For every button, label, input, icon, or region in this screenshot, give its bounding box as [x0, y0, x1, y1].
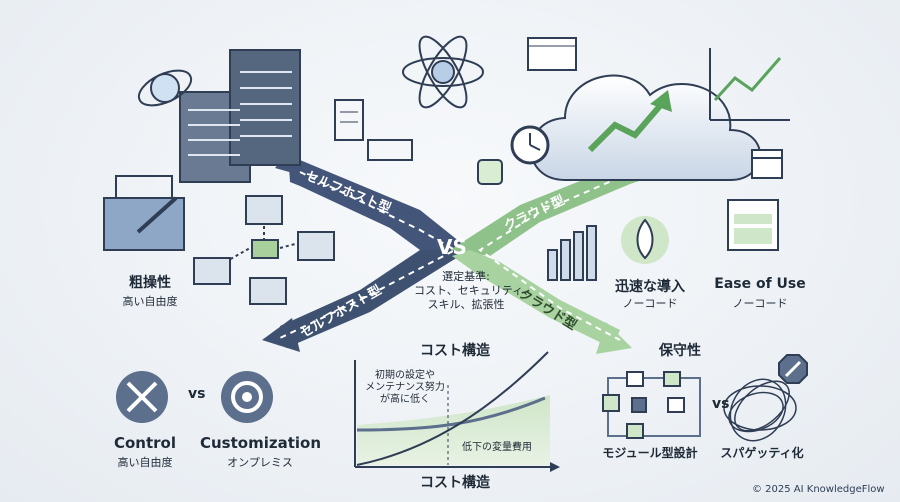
- browser-window-icon: [527, 37, 577, 71]
- wrench-screwdriver-icon: [116, 371, 168, 423]
- modular-design-label: モジュール型設計: [602, 446, 698, 460]
- road-selfhost-bottom: [262, 250, 470, 352]
- criteria-line-2: コスト、セキュリティ、: [414, 284, 535, 297]
- cost-note-line-2: メンテナンス努力: [365, 382, 445, 393]
- cost-chart-note: 初期の設定や メンテナンス努力 が高に低く: [362, 370, 448, 406]
- bottom-right-vs: vs: [712, 396, 730, 412]
- customization-subtitle: オンプレミス: [227, 456, 293, 469]
- cost-note-line-1: 初期の設定や: [375, 370, 435, 381]
- left-panel-subtitle: 高い自由度: [122, 295, 178, 308]
- spaghetti-label: スパゲッティ化: [720, 446, 804, 460]
- network-nodes: [193, 195, 335, 305]
- control-title: Control: [113, 434, 176, 452]
- cost-chart: [354, 351, 560, 472]
- cloud-icon: [530, 74, 761, 181]
- speed-subtitle: ノーコード: [622, 297, 678, 310]
- gear-icon: [221, 371, 273, 423]
- rocket-icon: [621, 216, 669, 264]
- toolbox-icon: [103, 175, 185, 251]
- cost-chart-title-top: コスト構造: [420, 343, 490, 359]
- control-subtitle: 高い自由度: [117, 456, 173, 469]
- ease-subtitle: ノーコード: [732, 297, 788, 310]
- ease-title: Ease of Use: [714, 276, 806, 292]
- cost-note-line-3: が高に低く: [380, 394, 430, 405]
- copyright-footer: © 2025 AI KnowledgeFlow: [752, 484, 885, 495]
- variable-cost-label: 低下の変量費用: [462, 442, 532, 453]
- modular-design-icon: [602, 371, 701, 439]
- small-server-icon: [334, 99, 413, 161]
- left-panel-title: 粗操性: [129, 275, 171, 291]
- atom-icon-center: [402, 35, 484, 109]
- timer-icon: [477, 159, 503, 185]
- stop-sign-icon: [778, 354, 808, 384]
- maintainability-title: 保守性: [659, 343, 701, 359]
- bottom-left-vs: vs: [188, 386, 206, 402]
- bar-chart-icon: [547, 225, 597, 281]
- spaghetti-code-icon: [723, 378, 797, 442]
- criteria-line-3: スキル、拡張性: [427, 298, 505, 311]
- growth-chart-icon: [709, 48, 790, 121]
- customization-title: Customization: [200, 434, 322, 452]
- criteria-line-1: 選定基準:: [442, 270, 490, 283]
- clock-icon: [510, 125, 550, 165]
- server-rack-icon: [179, 49, 301, 183]
- criteria-text: 選定基準: コスト、セキュリティ、 スキル、拡張性: [414, 270, 535, 312]
- cost-chart-title-bottom: コスト構造: [420, 475, 490, 491]
- calendar-icon: [751, 149, 783, 179]
- road-cloud-bottom: [452, 250, 632, 354]
- center-vs-label: VS: [437, 235, 467, 259]
- speed-title: 迅速な導入: [615, 279, 685, 295]
- app-window-icon: [727, 199, 779, 251]
- atom-icon-left: [137, 69, 193, 107]
